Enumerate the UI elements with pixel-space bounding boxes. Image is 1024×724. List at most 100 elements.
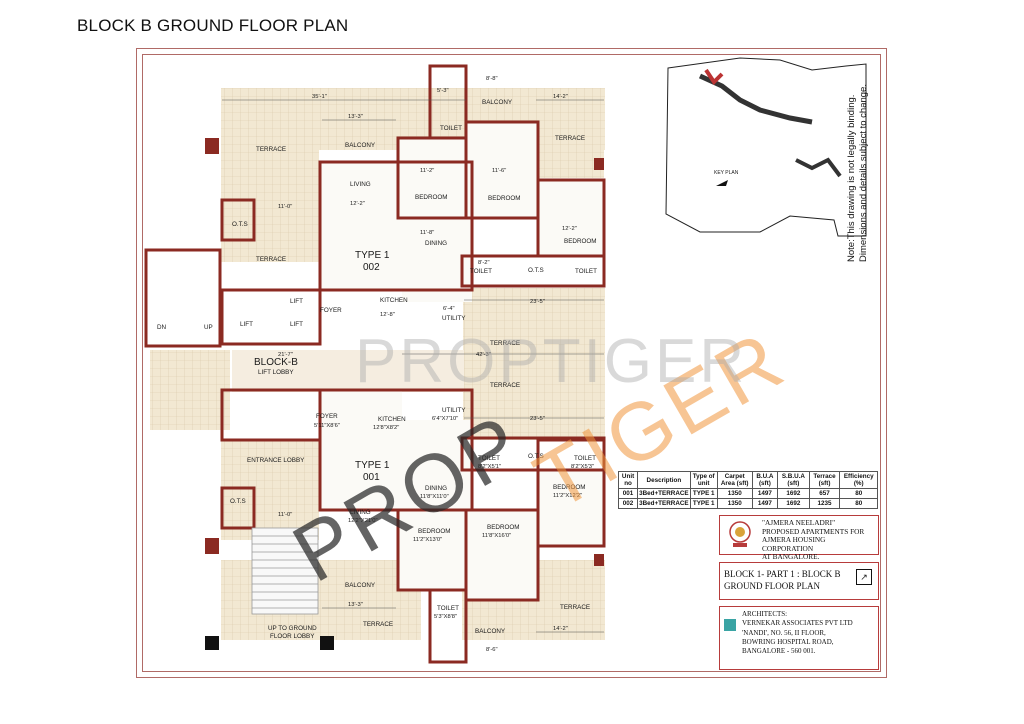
label-terrace-001-s: TERRACE: [363, 621, 393, 628]
entrance-stairs: [251, 527, 319, 615]
dim-d1: 35'-1": [312, 94, 327, 100]
note-line-2: Dimensions and details subject to change…: [858, 84, 869, 262]
drawing-title-box: BLOCK 1- PART 1 : BLOCK B GROUND FLOOR P…: [719, 562, 879, 600]
label-bedroom-001-a: BEDROOM: [418, 528, 451, 535]
dim-foyer001: 5'11"X8'6": [314, 423, 340, 429]
label-dn: DN: [157, 324, 167, 331]
corner-markers: [205, 636, 334, 650]
label-terrace-002-ne: TERRACE: [555, 135, 585, 142]
table-row: 001 3Bed+TERRACE TYPE 1 1350 1497 1692 6…: [617, 488, 878, 499]
architects-line-3: 'NANDI', NO. 56, II FLOOR,: [742, 628, 826, 637]
north-arrow-icon: ↗: [856, 569, 872, 585]
table-cell: 1497: [751, 498, 779, 509]
dim-bed002b: 11'-6": [492, 168, 506, 174]
dim-util002: 6'-4": [443, 306, 455, 312]
architects-box: ARCHITECTS: VERNEKAR ASSOCIATES PVT LTD …: [719, 606, 879, 670]
key-plan-label: KEY PLAN: [714, 170, 739, 176]
architects-text: ARCHITECTS: VERNEKAR ASSOCIATES PVT LTD …: [742, 610, 853, 656]
dim-d3: 14'-2": [553, 94, 568, 100]
label-utility-002: UTILITY: [442, 315, 466, 322]
label-ots-sw: O.T.S: [230, 498, 246, 505]
label-toilet-002-top: TOILET: [440, 125, 462, 132]
project-line-4: AT BANGALORE.: [762, 552, 820, 561]
key-plan: KEY PLAN: [665, 57, 867, 237]
architects-line-4: BOWRING HOSPITAL ROAD,: [742, 637, 834, 646]
col-unit-no: Unit no: [617, 471, 639, 489]
dim-liv002: 12'-2": [350, 201, 365, 207]
label-terrace-mid-a: TERRACE: [490, 340, 520, 347]
label-terrace-mid-b: TERRACE: [490, 382, 520, 389]
label-block-b: BLOCK-B: [254, 357, 298, 368]
label-dining-001: DINING: [425, 485, 447, 492]
label-toilet-001-a: TOILET: [478, 455, 500, 462]
label-toilet-002-c: TOILET: [575, 268, 597, 275]
table-cell: 1692: [777, 498, 810, 509]
dim-d7: 11'-8": [420, 230, 434, 236]
dim-din001: 11'8"X11'0": [420, 494, 449, 500]
label-lift-lobby: LIFT LOBBY: [258, 369, 294, 376]
table-cell: 657: [808, 488, 841, 499]
architects-line-1: ARCHITECTS:: [742, 610, 788, 618]
col-carpet-area: Carpet Area (sft): [716, 471, 753, 489]
label-bedroom-002-b: BEDROOM: [488, 195, 521, 202]
project-line-2: PROPOSED APARTMENTS FOR: [762, 526, 865, 536]
walls: [144, 64, 606, 664]
dim-d10: 21'-7": [278, 352, 293, 358]
col-efficiency: Efficiency (%): [839, 471, 878, 489]
col-type: Type of unit: [689, 471, 718, 489]
dim-util001: 6'4"X7'10": [432, 416, 458, 422]
label-terrace-001-se: TERRACE: [560, 604, 590, 611]
dim-d13: 8'-6": [486, 647, 498, 653]
label-bedroom-002-c: BEDROOM: [564, 238, 597, 245]
label-toilet-001-c: TOILET: [437, 605, 459, 612]
label-balcony-001-right: BALCONY: [475, 628, 506, 635]
table-cell: 002: [617, 498, 639, 509]
col-terrace: Terrace (sft): [808, 471, 841, 489]
dim-d12: 11'-0": [278, 512, 292, 518]
label-ots-001: O.T.S: [528, 453, 544, 460]
unit-table: Unit no Description Type of unit Carpet …: [617, 471, 878, 509]
label-kitchen-002: KITCHEN: [380, 297, 408, 304]
dim-d17: 8'-2": [478, 260, 490, 266]
label-utility-001: UTILITY: [442, 407, 466, 414]
label-entrance-lobby: ENTRANCE LOBBY: [247, 457, 305, 464]
table-cell: 80: [839, 498, 878, 509]
unit-labels: TYPE 1 002 TYPE 1 001 BLOCK-B: [254, 250, 390, 483]
dim-bed002a: 11'-2": [420, 168, 434, 174]
columns: [205, 138, 604, 566]
dim-d9: 42'-3": [476, 352, 491, 358]
table-cell: 1692: [777, 488, 810, 499]
label-ots-nw: O.T.S: [232, 221, 248, 228]
note-line-1: Note:This drawing is not legally binding…: [846, 94, 857, 262]
table-row: 002 3Bed+TERRACE TYPE 1 1350 1497 1692 1…: [617, 498, 878, 509]
table-cell: 1497: [751, 488, 779, 499]
label-ots-002: O.T.S: [528, 267, 544, 274]
dimension-labels: 35'-1" 13'-3" 14'-2" 8'-8" 5'-3" 11'-0" …: [278, 76, 594, 653]
label-kitchen-001: KITCHEN: [378, 416, 406, 423]
ajmera-logo-icon: [729, 521, 751, 547]
dim-bed001c: 11'2"X12'2": [553, 493, 582, 499]
col-description: Description: [637, 471, 691, 489]
col-bua: B.U.A (sft): [751, 471, 779, 489]
label-lift-a: LIFT: [290, 298, 303, 305]
col-sbua: S.B.U.A (sft): [777, 471, 810, 489]
room-labels: BALCONY BALCONY TERRACE TERRACE TERRACE …: [157, 99, 597, 640]
architects-line-5: BANGALORE - 560 001.: [742, 647, 816, 656]
page-title: BLOCK B GROUND FLOOR PLAN: [77, 16, 349, 35]
project-line-1: "AJMERA NEELADRI": [762, 518, 836, 527]
dim-d8: 23'-5": [530, 299, 545, 305]
disclaimer-note: Note:This drawing is not legally binding…: [846, 84, 870, 262]
table-cell: 001: [617, 488, 639, 499]
dim-liv001: 12'2"X21'0": [348, 518, 378, 524]
drawing-title-line-2: GROUND FLOOR PLAN: [724, 581, 821, 591]
label-type1-002: TYPE 1: [355, 250, 390, 261]
drawing-title: BLOCK 1- PART 1 : BLOCK B GROUND FLOOR P…: [724, 568, 840, 592]
label-bedroom-001-c: BEDROOM: [553, 484, 586, 491]
table-cell: 80: [839, 488, 878, 499]
label-living-001: LIVING: [350, 509, 371, 516]
dim-bed001b: 11'8"X16'0": [482, 533, 511, 539]
dim-d8b: 23'-5": [530, 416, 545, 422]
project-text: "AJMERA NEELADRI" PROPOSED APARTMENTS FO…: [762, 518, 878, 562]
dim-kit001: 12'8"X8'2": [373, 425, 399, 431]
dim-d14: 13'-3": [348, 602, 363, 608]
